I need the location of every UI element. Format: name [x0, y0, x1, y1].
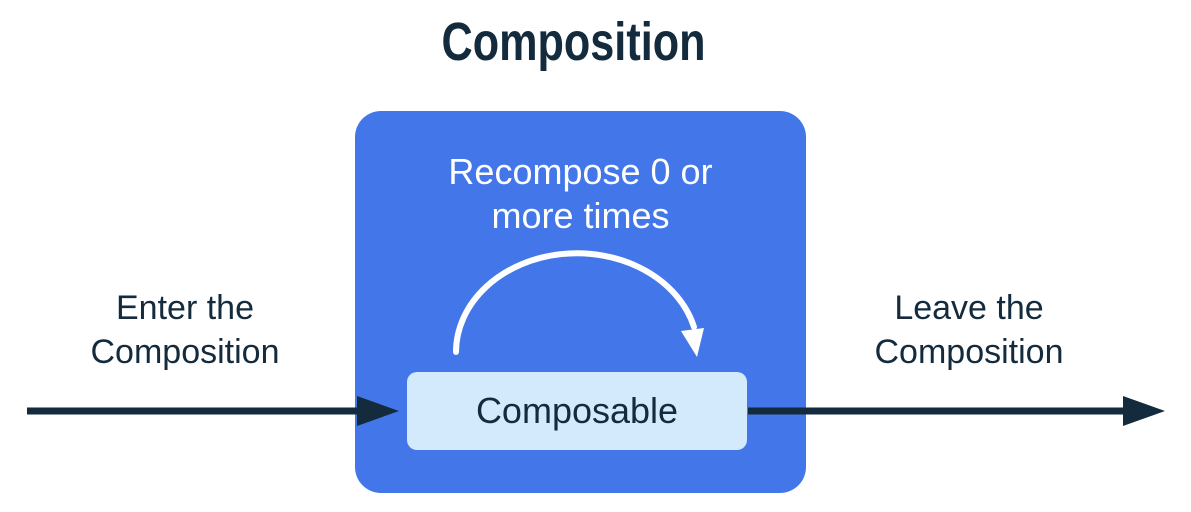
- composable-node: Composable: [407, 372, 747, 450]
- composable-label: Composable: [475, 390, 679, 431]
- leave-label-line2: Composition: [874, 333, 1064, 371]
- enter-arrow-icon: [27, 396, 399, 426]
- recompose-label-line2: more times: [491, 195, 670, 236]
- leave-arrow-icon: [748, 396, 1165, 426]
- leave-arrow-head: [1123, 396, 1165, 426]
- recompose-label: Recompose 0 or more times: [355, 150, 806, 238]
- enter-label: Enter the Composition: [30, 286, 340, 374]
- leave-label-line1: Leave the: [894, 289, 1044, 327]
- diagram-title: Composition: [441, 12, 706, 72]
- recompose-label-line1: Recompose 0 or: [448, 151, 713, 192]
- composition-box: Recompose 0 or more times Composable: [355, 111, 806, 493]
- leave-label: Leave the Composition: [814, 286, 1124, 374]
- enter-label-line2: Composition: [90, 333, 280, 371]
- enter-label-line1: Enter the: [116, 289, 254, 327]
